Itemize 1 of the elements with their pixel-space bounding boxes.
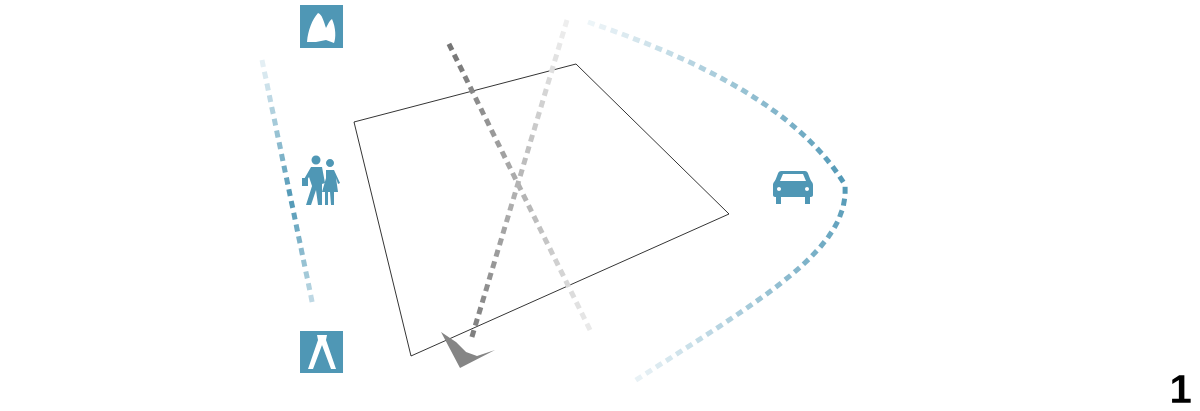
figure-number: 1: [1172, 375, 1191, 403]
